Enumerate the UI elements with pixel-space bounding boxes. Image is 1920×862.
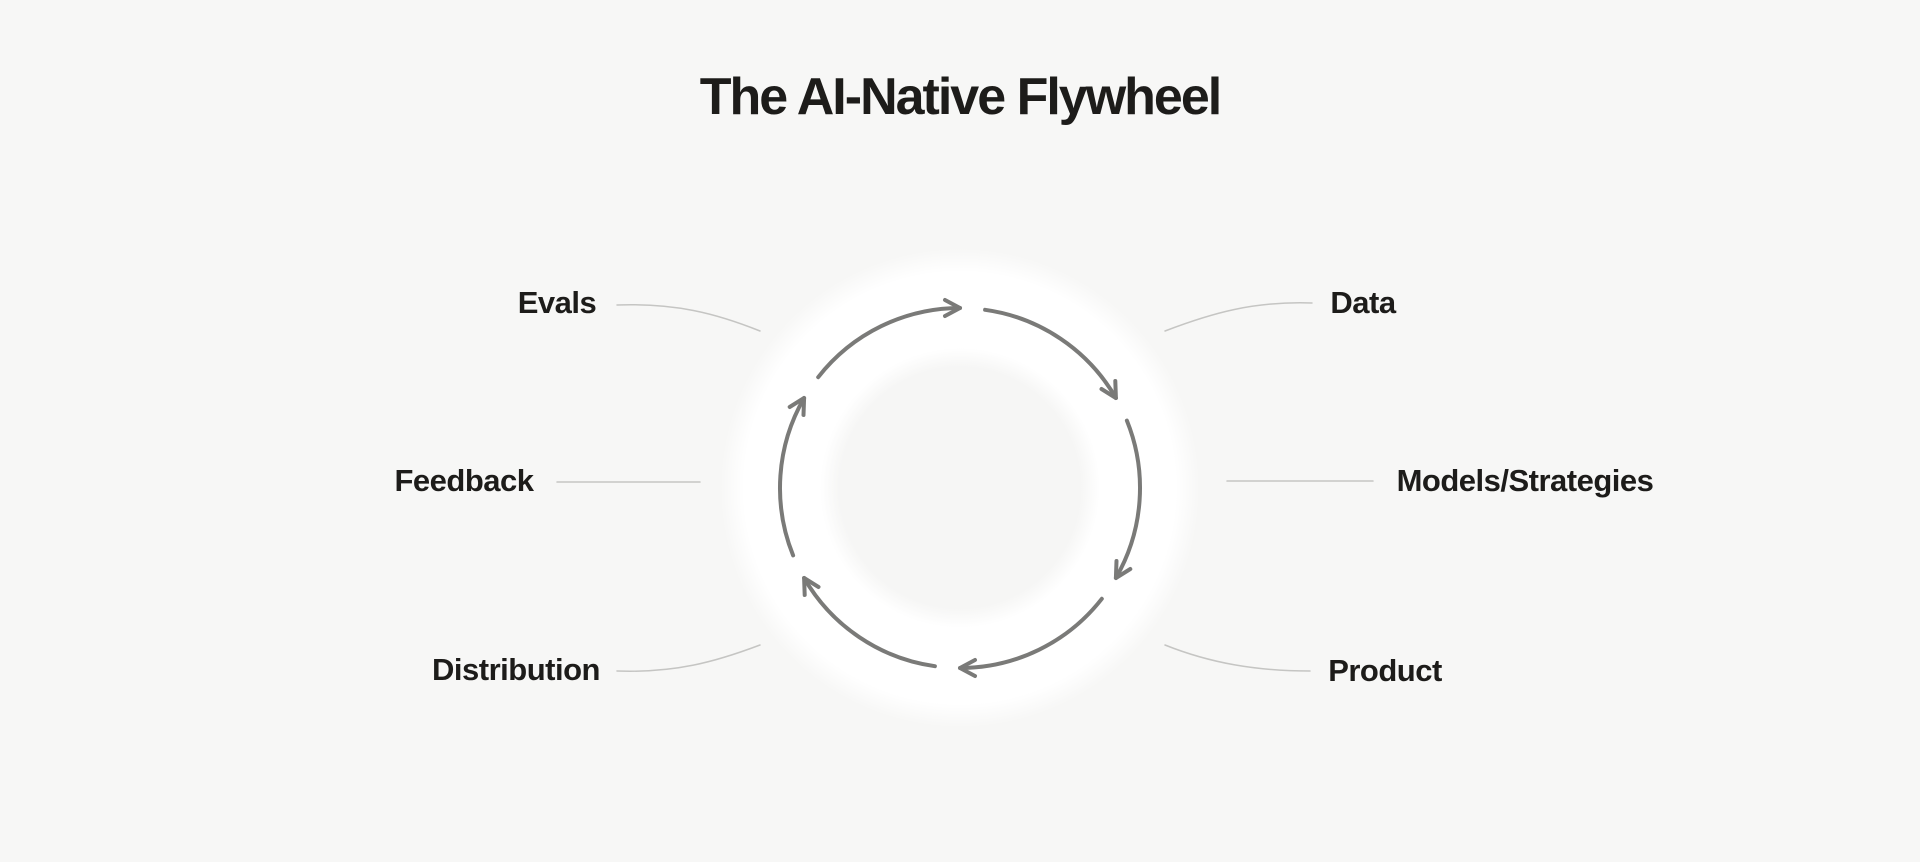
connector-data	[1164, 302, 1313, 332]
page-title: The AI-Native Flywheel	[699, 68, 1222, 126]
flywheel-arrows	[778, 298, 1142, 678]
node-label-product: Product	[1328, 653, 1442, 688]
node-label-feedback: Feedback	[394, 463, 534, 498]
node-label-distribution: Distribution	[432, 652, 600, 687]
connector-evals	[616, 303, 761, 332]
label-connector-lines	[556, 302, 1374, 672]
flywheel-inner-disc	[820, 348, 1100, 628]
node-label-models-strategies: Models/Strategies	[1396, 463, 1654, 498]
connector-product	[1164, 644, 1311, 672]
node-label-evals: Evals	[517, 285, 597, 320]
connector-distribution	[616, 644, 761, 672]
node-label-data: Data	[1330, 285, 1396, 320]
